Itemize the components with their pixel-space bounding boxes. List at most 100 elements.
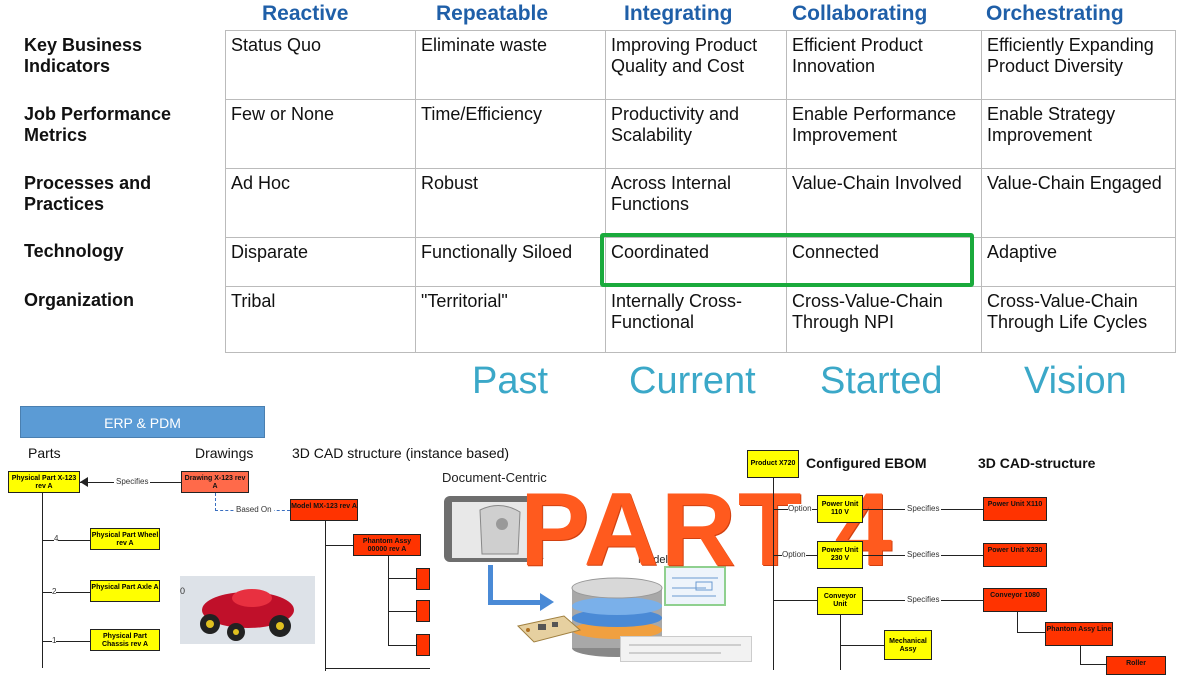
- power-230-box: Power Unit 230 V: [817, 541, 863, 569]
- based-on-connector-vertical: [215, 493, 217, 511]
- cad-child-box-1: [416, 568, 430, 590]
- circuit-board-icon: [514, 612, 584, 644]
- model-label: Model: [638, 554, 668, 566]
- cell-metrics-integrating: Productivity and Scalability: [605, 99, 786, 168]
- qty-chassis: 1: [52, 636, 57, 645]
- cell-technology-integrating: Coordinated: [605, 237, 786, 286]
- timeline-started: Started: [820, 360, 943, 402]
- power-110-box: Power Unit 110 V: [817, 495, 863, 523]
- row-label-metrics: Job Performance Metrics: [24, 104, 172, 145]
- cad-column-label: 3D CAD structure (instance based): [292, 445, 510, 461]
- document-centric-image: [440, 490, 560, 570]
- row-label-organization: Organization: [24, 290, 135, 310]
- cell-kbi-collaborating: Efficient Product Innovation: [786, 30, 981, 99]
- car-image: [180, 576, 315, 644]
- cell-processes-repeatable: Robust: [415, 168, 605, 237]
- part-axle-box: Physical Part Axle A: [90, 580, 160, 602]
- cell-organization-collaborating: Cross-Value-Chain Through NPI: [786, 286, 981, 353]
- toy-car-icon: [200, 589, 294, 641]
- parts-branch-axle: [42, 592, 90, 593]
- stage-header-reactive: Reactive: [262, 2, 349, 25]
- specifies-label: Specifies: [114, 477, 151, 486]
- cell-technology-reactive: Disparate: [225, 237, 415, 286]
- cad-child-box-3: [416, 634, 430, 656]
- phantom-tree-trunk: [388, 556, 389, 646]
- cad-branch-bottom: [325, 668, 430, 669]
- drawing-box: Drawing X-123 rev A: [181, 471, 249, 493]
- cell-kbi-integrating: Improving Product Quality and Cost: [605, 30, 786, 99]
- erp-pdm-banner: ERP & PDM: [20, 406, 265, 438]
- timeline-current: Current: [629, 360, 756, 402]
- cell-metrics-orchestrating: Enable Strategy Improvement: [981, 99, 1176, 168]
- phantom-branch-1: [388, 578, 416, 579]
- row-label-processes: Processes and Practices: [24, 173, 152, 214]
- row-label-technology: Technology: [24, 241, 124, 261]
- cell-processes-collaborating: Value-Chain Involved: [786, 168, 981, 237]
- mechanical-assy-box: Mechanical Assy: [884, 630, 932, 660]
- database-icon: [568, 568, 666, 658]
- part-x123-box: Physical Part X-123 rev A: [8, 471, 80, 493]
- cad-child-box-2: [416, 600, 430, 622]
- cell-organization-integrating: Internally Cross-Functional: [605, 286, 786, 353]
- parts-column-label: Parts: [28, 445, 61, 461]
- cell-organization-repeatable: "Territorial": [415, 286, 605, 353]
- specifies-label-230: Specifies: [905, 550, 942, 559]
- stage-header-repeatable: Repeatable: [436, 2, 549, 25]
- qty-wheel: 4: [54, 534, 59, 543]
- cad-power-110-box: Power Unit X110: [983, 497, 1047, 521]
- cell-processes-integrating: Across Internal Functions: [605, 168, 786, 237]
- phantom-branch-3: [388, 645, 416, 646]
- conveyor-tree-trunk: [840, 615, 841, 670]
- arrow-shaft-vertical: [488, 565, 493, 605]
- cad-branch-roller: [1080, 664, 1106, 665]
- cell-technology-orchestrating: Adaptive: [981, 237, 1176, 286]
- document-stack-icon: [444, 496, 544, 562]
- cad-roller-box: Roller: [1106, 656, 1166, 675]
- cell-technology-collaborating: Connected: [786, 237, 981, 286]
- cad-tree-trunk: [325, 521, 326, 671]
- cell-processes-orchestrating: Value-Chain Engaged: [981, 168, 1176, 237]
- stage-header-orchestrating: Orchestrating: [986, 2, 1124, 25]
- technology-highlight: [600, 233, 974, 287]
- arrow-shaft-horizontal: [488, 600, 543, 605]
- parts-tree-trunk: [42, 493, 43, 668]
- phantom-assy-box: Phantom Assy 00000 rev A: [353, 534, 421, 556]
- cell-metrics-reactive: Few or None: [225, 99, 415, 168]
- cad-phantom-box: Phantom Assy Line: [1045, 622, 1113, 646]
- document-centric-label: Document-Centric: [442, 470, 547, 485]
- stage-header-collaborating: Collaborating: [792, 2, 928, 25]
- product-box: Product X720: [747, 450, 799, 478]
- option-a-label: Option: [788, 504, 812, 513]
- timeline-past: Past: [472, 360, 549, 402]
- option-b-label: Option: [782, 550, 806, 559]
- cad-conveyor-box: Conveyor 1080: [983, 588, 1047, 612]
- part-wheel-box: Physical Part Wheel rev A: [90, 528, 160, 550]
- cad-power-230-box: Power Unit X230: [983, 543, 1047, 567]
- cad-phantom-trunk: [1080, 646, 1081, 664]
- cad-structure-title: 3D CAD-structure: [978, 455, 1096, 471]
- ebom-branch-conveyor: [773, 600, 817, 601]
- arrow-head-icon: [540, 593, 554, 611]
- row-label-kbi: Key Business Indicators: [24, 35, 143, 76]
- cell-metrics-repeatable: Time/Efficiency: [415, 99, 605, 168]
- cell-processes-reactive: Ad Hoc: [225, 168, 415, 237]
- timeline-vision: Vision: [1024, 360, 1127, 402]
- ebom-tree-trunk: [773, 478, 774, 670]
- ebom-title: Configured EBOM: [806, 455, 927, 471]
- qty-axle: 2: [52, 587, 57, 596]
- specifies-label-110: Specifies: [905, 504, 942, 513]
- based-on-label: Based On: [234, 505, 274, 514]
- part-chassis-box: Physical Part Chassis rev A: [90, 629, 160, 651]
- stray-label: 0: [180, 586, 186, 596]
- specifies-label-conveyor: Specifies: [905, 595, 942, 604]
- cell-kbi-reactive: Status Quo: [225, 30, 415, 99]
- cell-kbi-repeatable: Eliminate waste: [415, 30, 605, 99]
- stage-header-integrating: Integrating: [624, 2, 733, 25]
- cell-technology-repeatable: Functionally Siloed: [415, 237, 605, 286]
- cad-conveyor-trunk: [1017, 612, 1018, 632]
- cad-branch-phantom: [325, 545, 353, 546]
- conveyor-branch-mech: [840, 645, 884, 646]
- cell-organization-orchestrating: Cross-Value-Chain Through Life Cycles: [981, 286, 1176, 353]
- parts-branch-chassis: [42, 641, 90, 642]
- parts-branch-wheel: [42, 540, 90, 541]
